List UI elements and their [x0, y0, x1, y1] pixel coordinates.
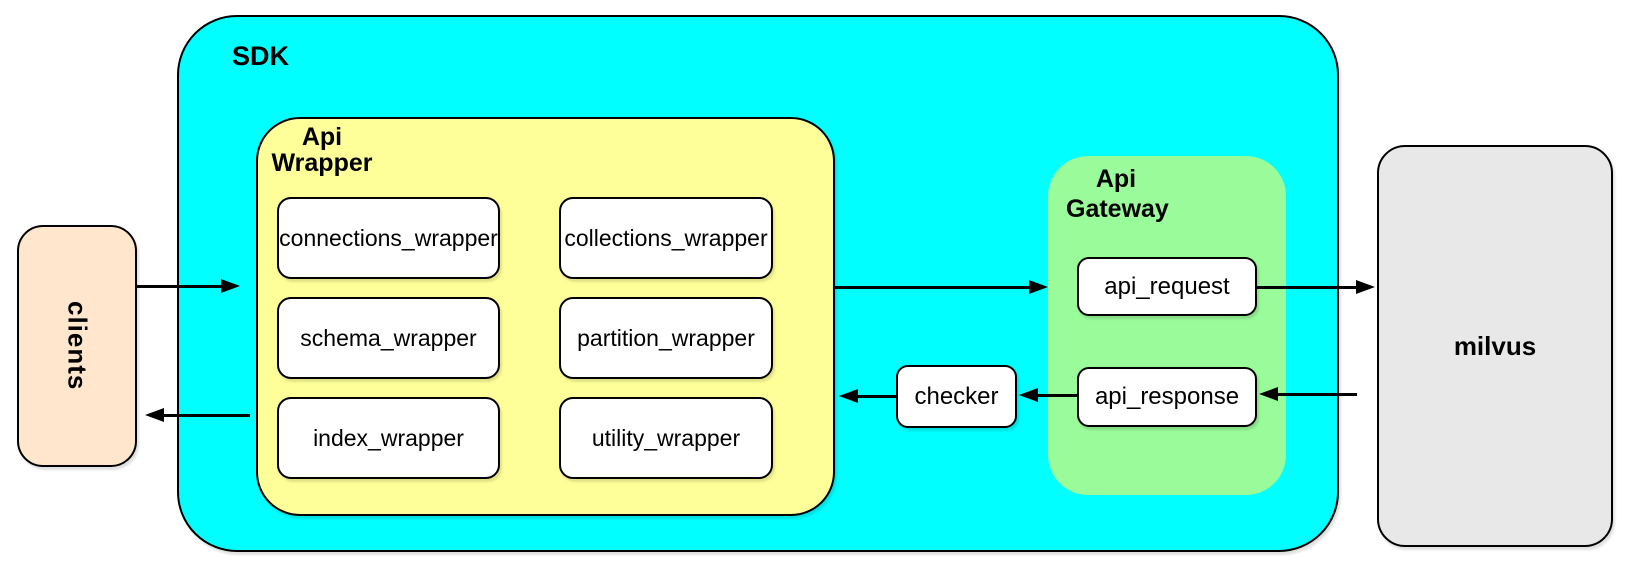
- arrowhead-left-icon: [145, 408, 164, 422]
- arrow-shaft: [1257, 285, 1360, 289]
- collections-wrapper-node: collections_wrapper: [559, 197, 773, 279]
- arrowhead-left-icon: [839, 389, 858, 403]
- arrowhead-right-icon: [1356, 280, 1375, 294]
- api-request-label: api_request: [1104, 272, 1230, 300]
- arrow-shaft: [137, 284, 225, 288]
- api-gateway-container: Api Gateway api_request api_response: [1048, 156, 1286, 495]
- arrowhead-left-icon: [1259, 387, 1278, 401]
- api-wrapper-label-line1: Api: [301, 123, 343, 151]
- collections-wrapper-label: collections_wrapper: [564, 224, 768, 251]
- schema-wrapper-label: schema_wrapper: [300, 324, 477, 351]
- index-wrapper-label: index_wrapper: [313, 424, 464, 451]
- clients-node: clients: [17, 225, 137, 467]
- partition-wrapper-label: partition_wrapper: [577, 324, 755, 351]
- connections-wrapper-node: connections_wrapper: [277, 197, 500, 279]
- api-response-label: api_response: [1094, 383, 1240, 410]
- clients-label: clients: [62, 301, 93, 391]
- api-gateway-label: Api Gateway: [1066, 164, 1169, 224]
- schema-wrapper-node: schema_wrapper: [277, 297, 500, 379]
- arrow-shaft: [1274, 392, 1357, 396]
- arrowhead-right-icon: [1029, 280, 1048, 294]
- checker-node: checker: [896, 365, 1017, 428]
- api-response-node: api_response: [1077, 367, 1257, 427]
- api-wrapper-container: Api Wrapper connections_wrapper collecti…: [256, 117, 835, 516]
- api-wrapper-label: Api Wrapper: [266, 124, 378, 176]
- api-gateway-label-line2: Gateway: [1066, 195, 1169, 223]
- milvus-node: milvus: [1377, 145, 1613, 547]
- arrow-shaft: [1034, 393, 1077, 397]
- arrowhead-left-icon: [1019, 388, 1038, 402]
- arrow-shaft: [160, 413, 250, 417]
- checker-label: checker: [914, 382, 999, 410]
- api-gateway-label-line1: Api: [1095, 165, 1137, 193]
- arrowhead-right-icon: [221, 279, 240, 293]
- api-wrapper-label-line2: Wrapper: [271, 149, 373, 177]
- sdk-label: SDK: [232, 41, 290, 71]
- partition-wrapper-node: partition_wrapper: [559, 297, 773, 379]
- arrow-shaft: [835, 285, 1033, 289]
- connections-wrapper-label: connections_wrapper: [279, 224, 498, 251]
- milvus-label: milvus: [1453, 330, 1537, 361]
- utility-wrapper-node: utility_wrapper: [559, 397, 773, 479]
- api-request-node: api_request: [1077, 257, 1257, 316]
- index-wrapper-node: index_wrapper: [277, 397, 500, 479]
- arrow-shaft: [854, 394, 896, 398]
- utility-wrapper-label: utility_wrapper: [591, 424, 741, 451]
